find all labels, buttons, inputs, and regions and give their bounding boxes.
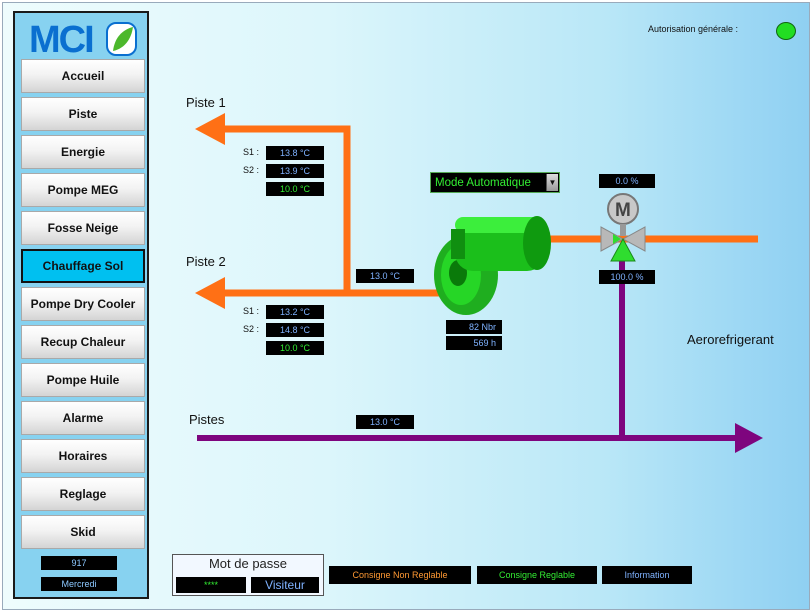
valve-top-percent: 0.0 %: [599, 174, 655, 188]
aero-label: Aerorefrigerant: [687, 332, 774, 347]
return-pipes: [197, 255, 739, 441]
password-title: Mot de passe: [208, 556, 288, 571]
pump-starts-value: 82 Nbr: [446, 320, 502, 334]
mci-logo: MCI: [29, 19, 137, 59]
piste2-s2-value: 14.8 °C: [266, 323, 324, 337]
three-way-valve-icon: [600, 226, 646, 262]
piste2-label: Piste 2: [186, 254, 226, 269]
dropdown-arrow-icon[interactable]: ▼: [546, 174, 558, 191]
sidebar: MCI Accueil Piste Energie Pompe MEG Foss…: [13, 11, 149, 599]
pistes-label: Pistes: [189, 412, 225, 427]
nav-fosse-neige-button[interactable]: Fosse Neige: [21, 211, 145, 245]
mode-select[interactable]: Mode Automatique ▼: [430, 172, 560, 193]
status-led-icon: [776, 22, 796, 40]
return-temp-value: 13.0 °C: [356, 415, 414, 429]
piste2-setpoint[interactable]: 10.0 °C: [266, 341, 324, 355]
nav-pompe-dry-cooler-button[interactable]: Pompe Dry Cooler: [21, 287, 145, 321]
legend-information: Information: [602, 566, 692, 584]
piste2-s1-value: 13.2 °C: [266, 305, 324, 319]
info-day: Mercredi: [41, 577, 117, 591]
pump-hours-value: 569 h: [446, 336, 502, 350]
nav-alarme-button[interactable]: Alarme: [21, 401, 145, 435]
motor-icon: M: [607, 193, 639, 236]
flow-arrow-icon: [195, 113, 225, 145]
nav-accueil-button[interactable]: Accueil: [21, 59, 145, 93]
nav-pompe-huile-button[interactable]: Pompe Huile: [21, 363, 145, 397]
password-panel: Mot de passe **** Visiteur: [172, 554, 324, 596]
piste1-s1-label: S1 :: [243, 147, 260, 157]
piste1-s1-value: 13.8 °C: [266, 146, 324, 160]
auth-label: Autorisation générale :: [648, 24, 739, 34]
nav-recup-chaleur-button[interactable]: Recup Chaleur: [21, 325, 145, 359]
nav-horaires-button[interactable]: Horaires: [21, 439, 145, 473]
info-value: 917: [41, 556, 117, 570]
piping-diagram: M: [195, 113, 763, 453]
user-level: Visiteur: [251, 577, 319, 593]
svg-text:MCI: MCI: [29, 19, 93, 59]
piste1-s2-value: 13.9 °C: [266, 164, 324, 178]
piste1-label: Piste 1: [186, 95, 226, 110]
piste1-s2-label: S2 :: [243, 165, 260, 175]
mode-selected-value: Mode Automatique: [435, 176, 531, 189]
legend-reglable: Consigne Reglable: [477, 566, 597, 584]
legend-non-reglable: Consigne Non Reglable: [329, 566, 471, 584]
svg-text:M: M: [615, 200, 631, 221]
nav-reglage-button[interactable]: Reglage: [21, 477, 145, 511]
password-input[interactable]: ****: [176, 577, 246, 593]
flow-arrow-icon: [735, 423, 763, 453]
valve-bottom-percent: 100.0 %: [599, 270, 655, 284]
pump-icon: [434, 216, 551, 315]
nav-piste-button[interactable]: Piste: [21, 97, 145, 131]
piste2-s1-label: S1 :: [243, 306, 260, 316]
flow-arrow-icon: [195, 277, 225, 309]
nav-chauffage-sol-button[interactable]: Chauffage Sol: [21, 249, 145, 283]
piste2-s2-label: S2 :: [243, 324, 260, 334]
piste1-setpoint[interactable]: 10.0 °C: [266, 182, 324, 196]
nav-energie-button[interactable]: Energie: [21, 135, 145, 169]
supply-temp-value: 13.0 °C: [356, 269, 414, 283]
supply-pipe-loop: [217, 125, 351, 297]
nav-pompe-meg-button[interactable]: Pompe MEG: [21, 173, 145, 207]
nav-skid-button[interactable]: Skid: [21, 515, 145, 549]
